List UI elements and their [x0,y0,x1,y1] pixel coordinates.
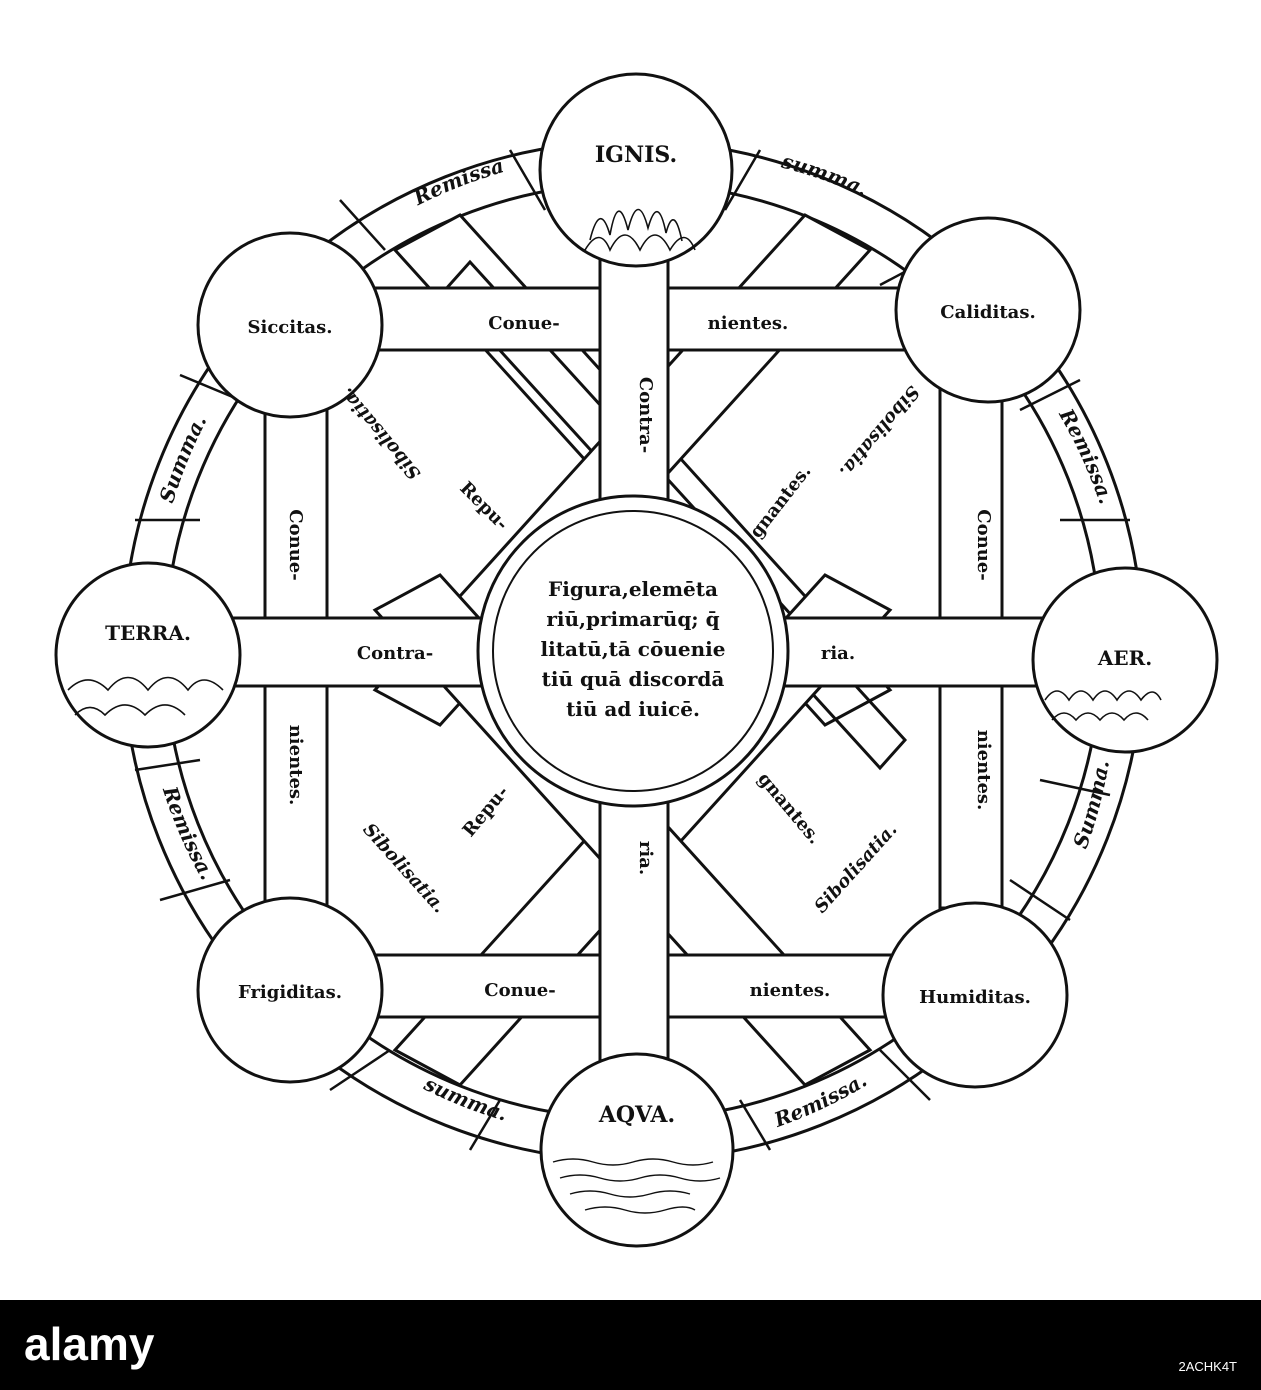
center-line-5: tiū ad iuicē. [566,697,700,721]
band-sym-dl: Sibolisatia. [358,819,449,917]
band-left-lower: nientes. [285,725,306,806]
band-bottom-right: nientes. [750,980,831,1001]
ring-ignis-caliditas: summa. [778,149,871,201]
label-frigiditas: Frigiditas. [238,982,342,1003]
ring-siccitas-ignis: Remissa [409,153,507,210]
band-horiz-left: Contra- [357,643,433,664]
fire-flames-icon [584,208,696,252]
node-aer [1031,566,1219,754]
band-horiz-right: ria. [821,643,855,664]
band-vert-upper: Contra- [635,377,656,453]
band-diag-dl: Repu- [459,782,513,841]
band-right-upper: Conue- [973,509,994,580]
label-aqua: AQVA. [598,1102,675,1128]
alamy-logo: alamy [24,1318,155,1370]
center-line-4: tiū quā discordā [542,667,725,691]
band-vert-lower: ria. [635,841,656,875]
center-line-3: litatū,tā cōuenie [541,637,726,661]
node-circles [54,72,1219,1248]
label-ignis: IGNIS. [595,142,677,168]
node-ignis [538,72,734,268]
label-humiditas: Humiditas. [919,987,1031,1008]
band-left-upper: Conue- [285,509,306,580]
center-text: Figura,elemēta riū,primarūq; q̄ litatū,t… [541,577,726,721]
ring-terra-siccitas: Summa. [154,411,211,506]
node-caliditas [894,216,1082,404]
label-aer: AER. [1097,646,1152,670]
node-labels: IGNIS. Caliditas. AER. Humiditas. AQVA. … [105,142,1152,1128]
band-right-lower: nientes. [973,730,994,811]
label-siccitas: Siccitas. [248,317,333,338]
node-terra [54,561,242,749]
image-id-label: 2ACHK4T [1178,1359,1237,1374]
earth-hills-icon [67,676,224,717]
band-sym-ul: Sibolisatia. [336,384,425,484]
node-aqua [539,1052,735,1248]
label-caliditas: Caliditas. [940,302,1035,323]
center-line-1: Figura,elemēta [548,577,718,601]
band-diag-ul: Repu- [455,478,512,535]
band-diag-dr: gnantes. [753,769,825,849]
band-diag-ur: gnantes. [746,461,816,542]
svg-text:alamy: alamy [24,1318,155,1370]
node-humiditas [881,901,1069,1089]
elements-diagram: IGNIS. Caliditas. AER. Humiditas. AQVA. … [54,72,1219,1248]
water-waves-icon [552,1158,721,1214]
label-terra: TERRA. [105,621,191,645]
band-sym-ur: Sibolisatia. [835,382,924,482]
node-frigiditas [196,896,384,1084]
band-top-right: nientes. [708,313,789,334]
band-bottom-left: Conue- [484,980,555,1001]
center-medallion [476,494,790,808]
node-siccitas [196,231,384,419]
air-clouds-icon [1044,690,1162,722]
band-top-left: Conue- [488,313,559,334]
image-id: 2ACHK4T [1178,1359,1237,1374]
stock-footer-bar: alamy 2ACHK4T [0,1300,1261,1390]
center-line-2: riū,primarūq; q̄ [546,607,719,631]
